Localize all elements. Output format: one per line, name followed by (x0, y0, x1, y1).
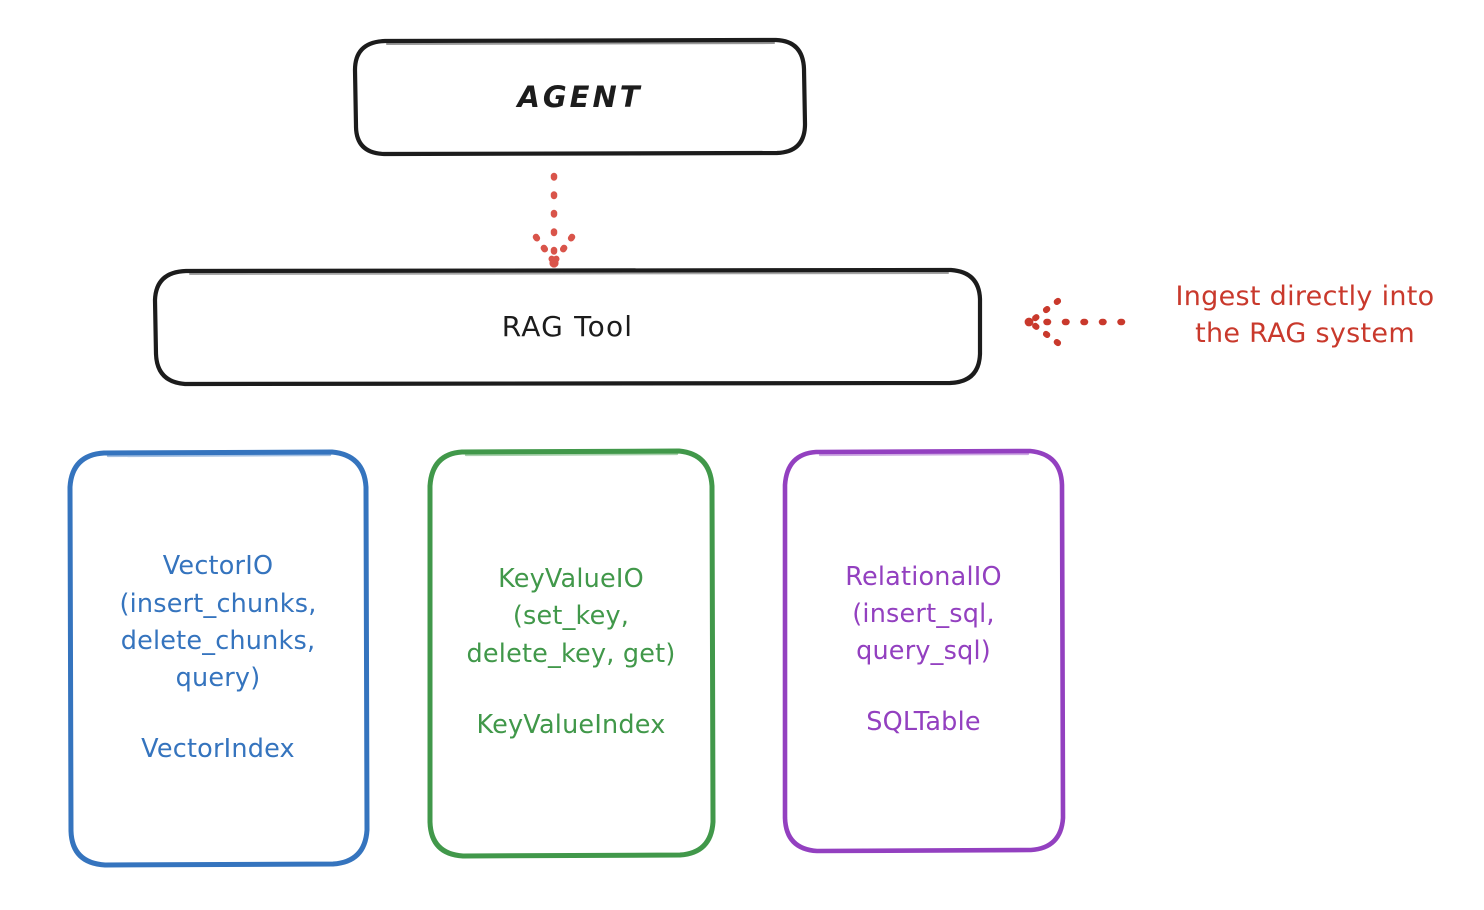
rag-tool-label: RAG Tool (501, 309, 634, 343)
relational-io-api-label: RelationalIO (insert_sql, query_sql) (845, 561, 1002, 666)
relational-io-label-group: RelationalIO (insert_sql, query_sql) SQL… (785, 450, 1062, 850)
ingest-annotation-text: Ingest directly into the RAG system (1175, 281, 1435, 350)
agent-label: AGENT (517, 79, 643, 114)
relational-io-index-label: SQLTable (866, 707, 981, 738)
key-value-io-index-label: KeyValueIndex (476, 709, 666, 740)
vector-io-api-label: VectorIO (insert_chunks, delete_chunks, … (119, 551, 317, 694)
key-value-io-api-label: KeyValueIO (set_key, delete_key, get) (466, 564, 676, 669)
key-value-io-label-group: KeyValueIO (set_key, delete_key, get) Ke… (430, 450, 712, 855)
vector-io-label-group: VectorIO (insert_chunks, delete_chunks, … (70, 452, 366, 865)
vector-io-index-label: VectorIndex (141, 734, 295, 765)
ingest-arrow (1024, 297, 1126, 347)
agent-to-rag-arrow (532, 172, 576, 268)
